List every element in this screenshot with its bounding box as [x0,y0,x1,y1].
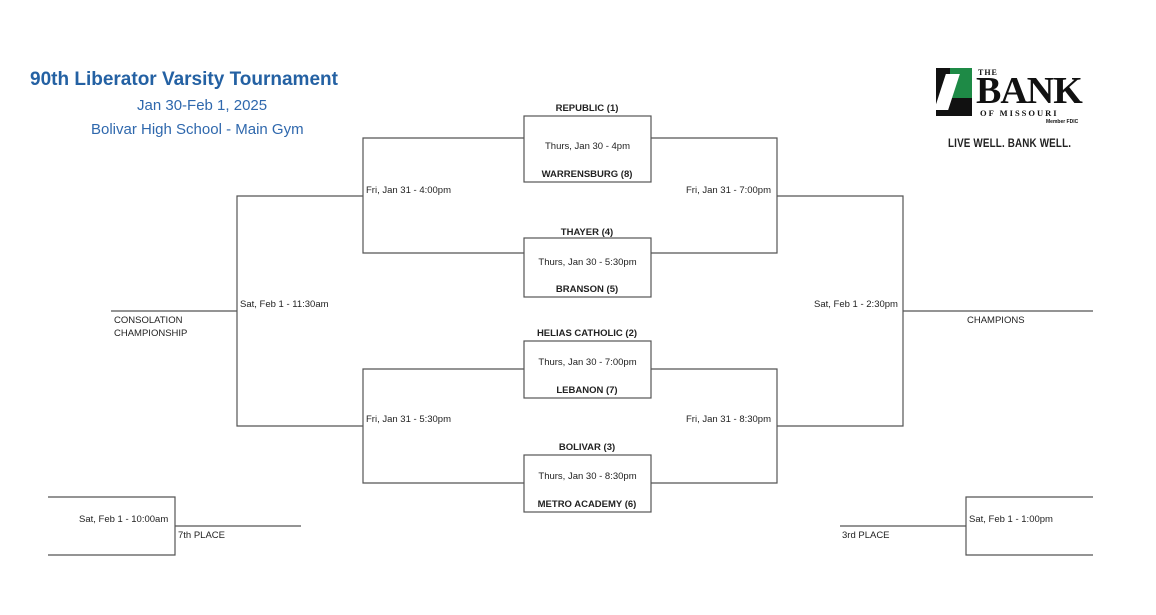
game-time-3: Thurs, Jan 30 - 7:00pm [538,357,637,368]
game-time-1: Thurs, Jan 30 - 4pm [544,141,630,152]
seventh-place-bracket [48,496,176,556]
consolation-final-time: Sat, Feb 1 - 11:30am [240,299,329,310]
game-box-2 [523,237,652,298]
game-time-4: Thurs, Jan 30 - 8:30pm [538,471,637,482]
team-thayer: THAYER (4) [560,227,614,238]
sponsor-logo: THE BANK OF MISSOURI Member FDIC LIVE WE… [934,68,1086,153]
championship-final-time: Sat, Feb 1 - 2:30pm [814,299,898,310]
team-republic: REPUBLIC (1) [555,103,619,114]
third-place-label: 3rd PLACE [842,530,890,541]
game-time-2: Thurs, Jan 30 - 5:30pm [538,257,637,268]
team-helias-catholic: HELIAS CATHOLIC (2) [536,328,638,339]
consolation-semi-top-time: Fri, Jan 31 - 4:00pm [366,185,452,196]
seventh-place-label: 7th PLACE [178,530,225,541]
tournament-dates: Jan 30-Feb 1, 2025 [137,97,268,114]
championship-semi-bottom-bracket [651,368,778,484]
third-place-bracket [965,496,1093,556]
championship-semi-top-time: Fri, Jan 31 - 7:00pm [686,185,772,196]
sponsor-tagline: LIVE WELL. BANK WELL. [948,136,1072,150]
game-box-1 [523,115,652,183]
championship-semi-bottom-time: Fri, Jan 31 - 8:30pm [686,414,772,425]
logo-bank: BANK [976,70,1083,112]
championship-final-bracket [777,195,904,427]
team-branson: BRANSON (5) [555,284,619,295]
team-metro-academy: METRO ACADEMY (6) [537,499,637,510]
logo-of-missouri: OF MISSOURI [980,108,1059,118]
consolation-final-bracket [236,195,363,427]
eagle-icon [934,68,972,116]
tournament-venue: Bolivar High School - Main Gym [91,121,304,138]
third-place-time: Sat, Feb 1 - 1:00pm [969,514,1053,525]
team-lebanon: LEBANON (7) [556,385,618,396]
consolation-semi-bottom-bracket [362,368,524,484]
logo-the: THE [978,68,998,77]
consolation-semi-bottom-time: Fri, Jan 31 - 5:30pm [366,414,452,425]
champions-label: CHAMPIONS [967,315,1025,326]
team-bolivar: BOLIVAR (3) [558,442,616,453]
consolation-label-2: CHAMPIONSHIP [114,328,188,339]
logo-member-fdic: Member FDIC [1046,119,1079,125]
consolation-label-1: CONSOLATION [114,315,183,326]
seventh-place-time: Sat, Feb 1 - 10:00am [79,514,169,525]
team-warrensburg: WARRENSBURG (8) [541,169,633,180]
tournament-title: 90th Liberator Varsity Tournament [30,69,338,90]
